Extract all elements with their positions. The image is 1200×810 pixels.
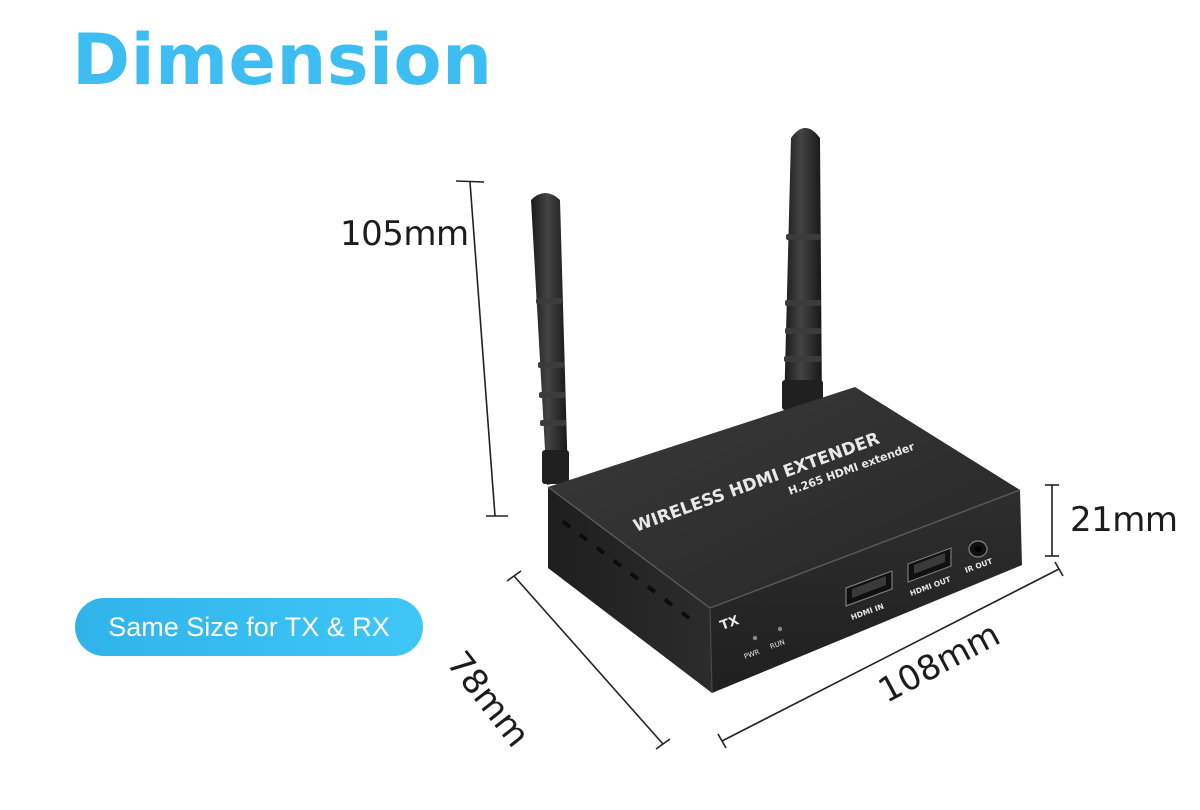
pwr-led-icon xyxy=(752,635,758,641)
ir-out-jack-icon xyxy=(968,540,988,558)
page-title: Dimension xyxy=(72,19,493,101)
dimension-height-box: 21mm xyxy=(1070,500,1178,540)
hdmi-out-port-icon xyxy=(907,547,952,583)
extender-device: WIRELESS HDMI EXTENDER H.265 HDMI extend… xyxy=(547,387,1022,694)
hdmi-in-port-icon xyxy=(845,570,893,607)
right-antenna xyxy=(782,128,823,410)
left-antenna xyxy=(531,193,569,485)
dimension-height-total: 105mm xyxy=(340,214,469,254)
dimension-lines xyxy=(455,180,1064,750)
same-size-badge: Same Size for TX & RX xyxy=(75,598,423,656)
device-model-label: TX xyxy=(718,613,741,634)
run-led-icon xyxy=(777,626,783,632)
